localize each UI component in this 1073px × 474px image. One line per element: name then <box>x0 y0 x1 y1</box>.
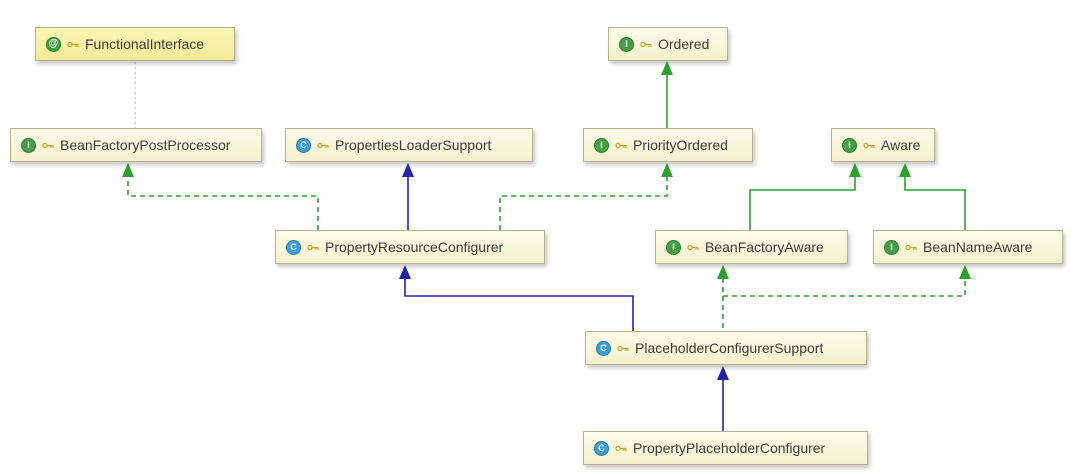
arrowhead <box>717 366 729 380</box>
arrowhead <box>717 265 729 279</box>
edge-placeholderconfigurersupport-extends-propertyresourceconfigurer <box>404 278 634 331</box>
edge-propertyresourceconfigurer-implements-priorityordered <box>499 176 668 230</box>
node-beannameaware[interactable]: I BeanNameAware <box>873 230 1063 264</box>
node-label: Aware <box>881 137 921 153</box>
key-icon <box>905 243 917 252</box>
arrowhead <box>402 163 414 177</box>
arrowhead <box>661 163 673 177</box>
key-icon <box>615 444 627 453</box>
node-label: BeanNameAware <box>923 239 1033 255</box>
class-icon: C <box>286 239 301 255</box>
key-icon <box>640 40 652 49</box>
node-propertyplaceholderconfigurer[interactable]: C PropertyPlaceholderConfigurer <box>583 431 868 465</box>
interface-icon: I <box>666 239 681 255</box>
node-label: Ordered <box>658 36 710 52</box>
key-icon <box>317 141 329 150</box>
node-label: BeanFactoryPostProcessor <box>60 137 231 153</box>
node-label: FunctionalInterface <box>85 36 205 52</box>
node-label: PropertyPlaceholderConfigurer <box>633 440 826 456</box>
node-propertiesloadersupport[interactable]: C PropertiesLoaderSupport <box>285 128 533 162</box>
edge-beanfactoryaware-extends-aware <box>749 176 856 230</box>
node-placeholderconfigurersupport[interactable]: C PlaceholderConfigurerSupport <box>585 331 867 365</box>
key-icon <box>42 141 54 150</box>
node-beanfactorypostprocessor[interactable]: I BeanFactoryPostProcessor <box>10 128 262 162</box>
key-icon <box>617 344 629 353</box>
arrowhead <box>849 163 861 177</box>
arrowhead <box>399 265 411 279</box>
interface-icon: I <box>594 137 609 153</box>
node-label: PropertyResourceConfigurer <box>325 239 504 255</box>
key-icon <box>687 243 699 252</box>
edge-beannameaware-extends-aware <box>904 176 966 230</box>
class-icon: C <box>296 137 311 153</box>
node-label: BeanFactoryAware <box>705 239 824 255</box>
node-beanfactoryaware[interactable]: I BeanFactoryAware <box>655 230 848 264</box>
interface-icon: I <box>884 239 899 255</box>
arrowhead <box>122 163 134 177</box>
class-icon: C <box>596 340 611 356</box>
interface-icon: I <box>21 137 36 153</box>
key-icon <box>615 141 627 150</box>
key-icon <box>307 243 319 252</box>
node-aware[interactable]: I Aware <box>831 128 935 162</box>
arrowhead <box>899 163 911 177</box>
class-icon: C <box>594 440 609 456</box>
arrowhead <box>959 265 971 279</box>
interface-icon: I <box>842 137 857 153</box>
annotation-icon: @ <box>46 36 61 52</box>
node-label: PriorityOrdered <box>633 137 728 153</box>
node-label: PropertiesLoaderSupport <box>335 137 492 153</box>
node-priorityordered[interactable]: I PriorityOrdered <box>583 128 753 162</box>
interface-icon: I <box>619 36 634 52</box>
node-ordered[interactable]: I Ordered <box>608 27 728 61</box>
node-label: PlaceholderConfigurerSupport <box>635 340 824 356</box>
node-functionalinterface[interactable]: @ FunctionalInterface <box>35 27 235 61</box>
key-icon <box>863 141 875 150</box>
node-propertyresourceconfigurer[interactable]: C PropertyResourceConfigurer <box>275 230 545 264</box>
key-icon <box>67 40 79 49</box>
edge-propertyresourceconfigurer-implements-beanfactorypostprocessor <box>127 176 319 230</box>
edge-placeholderconfigurersupport-implements-beannameaware <box>723 278 966 297</box>
arrowhead <box>661 61 673 75</box>
